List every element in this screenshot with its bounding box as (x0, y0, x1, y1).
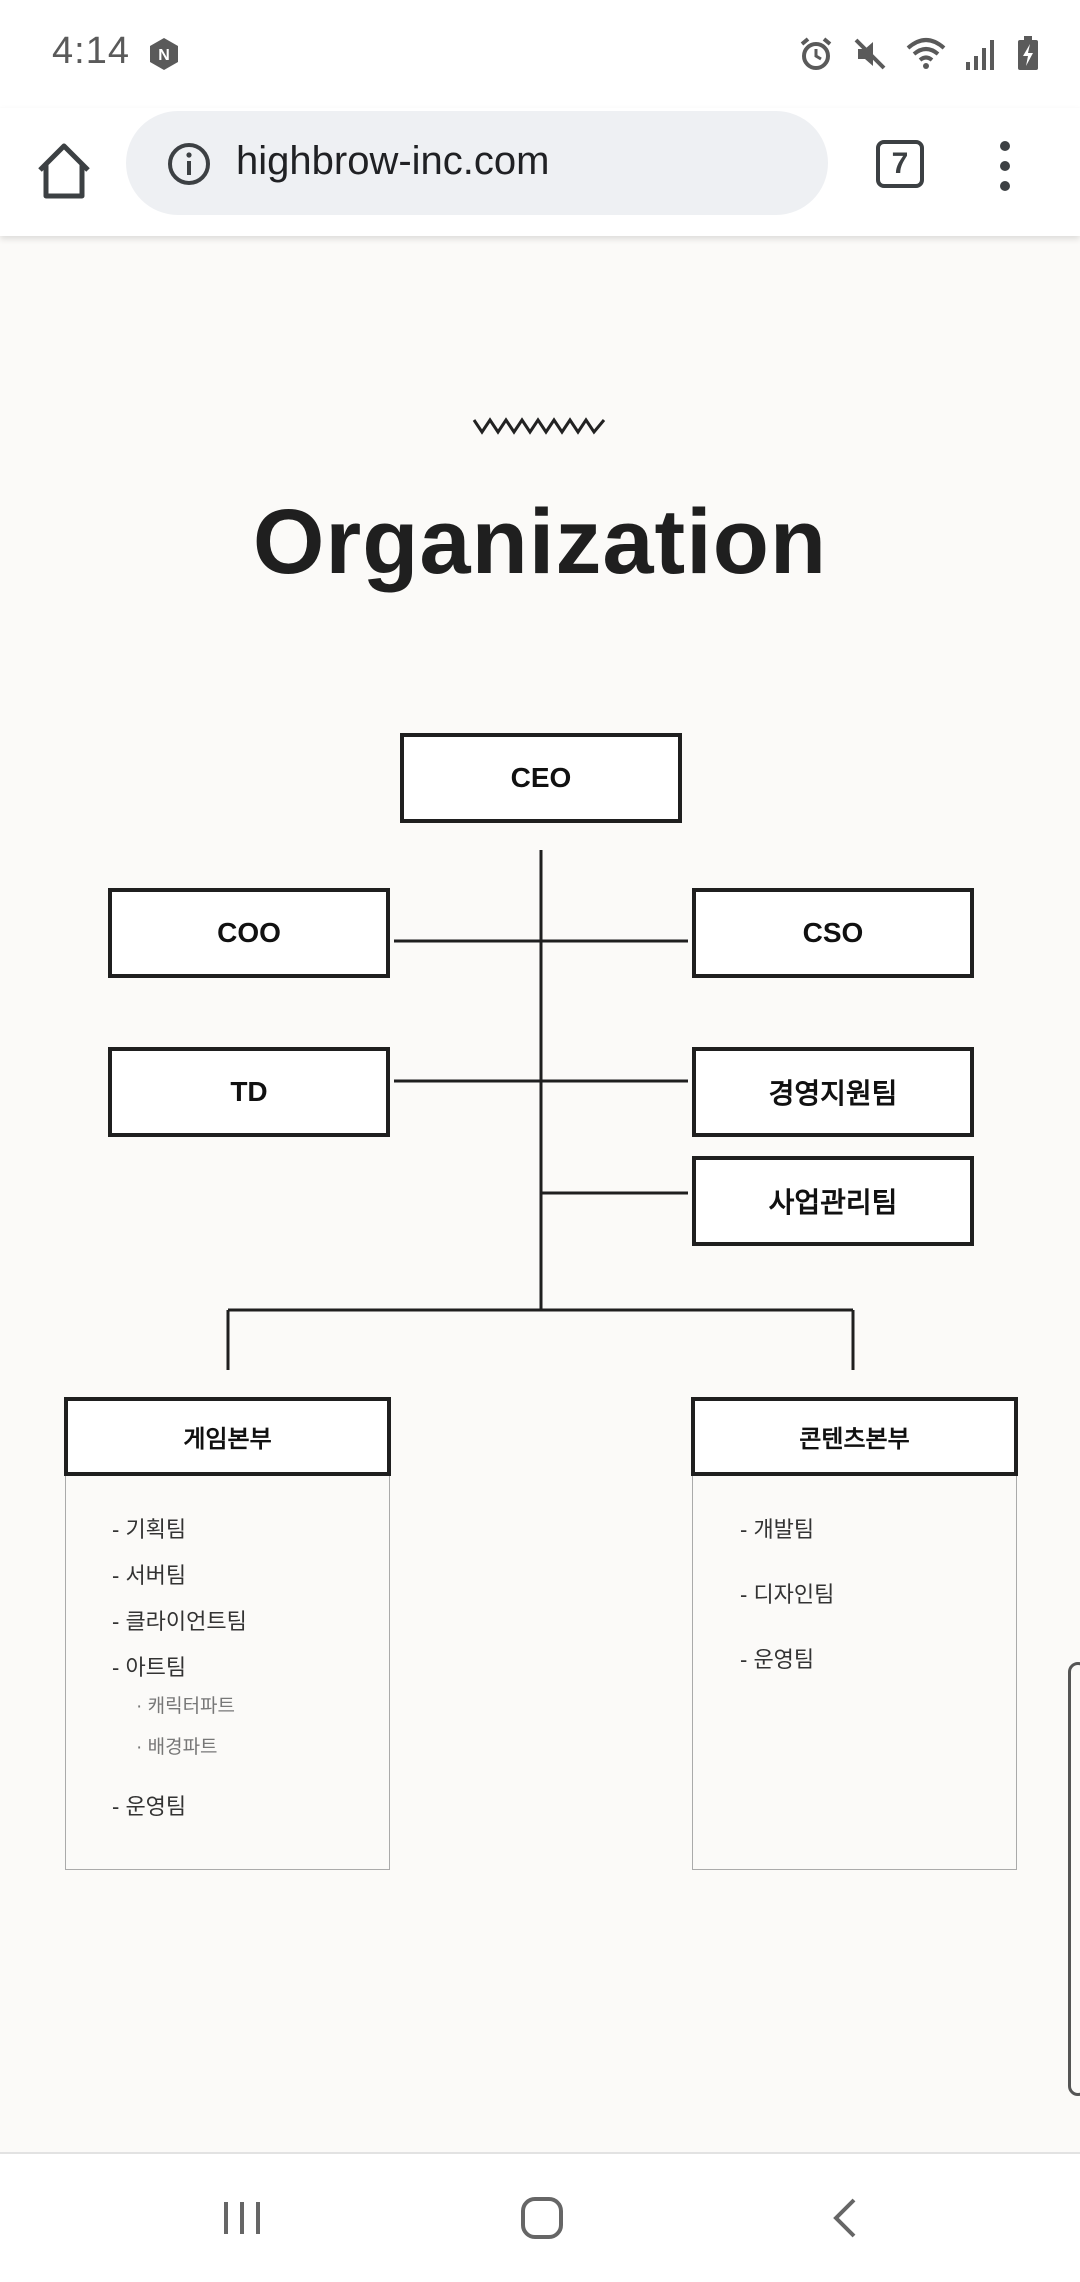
wifi-icon (906, 38, 946, 69)
browser-toolbar: highbrow-inc.com 7 (0, 108, 1080, 236)
team-item: - 운영팀 (740, 1647, 815, 1672)
game-division-header: 게임본부 (64, 1397, 391, 1476)
alarm-icon (800, 37, 832, 70)
squiggle-decoration (472, 417, 606, 435)
part-item: · 배경파트 (136, 1737, 218, 1758)
team-item: - 클라이언트팀 (112, 1609, 247, 1634)
team-item: - 디자인팀 (740, 1582, 835, 1607)
game-division-panel (65, 1474, 390, 1870)
td-box: TD (108, 1047, 390, 1137)
cso-box: CSO (692, 888, 974, 978)
scroll-handle[interactable] (1068, 1662, 1080, 2096)
more-vert-icon[interactable] (990, 136, 1020, 196)
back-icon[interactable] (822, 2194, 870, 2242)
status-time: 4:14 (52, 30, 130, 72)
home-circle-icon[interactable] (518, 2194, 566, 2242)
team-item: - 개발팀 (740, 1517, 815, 1542)
team-item: - 아트팀 (112, 1655, 187, 1680)
signal-icon (966, 40, 994, 70)
team-item: - 기획팀 (112, 1517, 187, 1542)
info-icon[interactable] (166, 141, 212, 187)
ceo-box: CEO (400, 733, 682, 823)
tab-switcher-button[interactable]: 7 (876, 140, 924, 188)
n-badge-icon: N (150, 38, 178, 70)
coo-box: COO (108, 888, 390, 978)
url-text[interactable]: highbrow-inc.com (236, 139, 550, 183)
status-bar: 4:14 N (0, 0, 1080, 108)
business-management-box: 사업관리팀 (692, 1156, 974, 1246)
content-division-panel (692, 1474, 1017, 1870)
management-support-box: 경영지원팀 (692, 1047, 974, 1137)
team-item: - 서버팀 (112, 1563, 187, 1588)
part-item: · 캐릭터파트 (136, 1696, 236, 1717)
home-icon[interactable] (34, 138, 94, 204)
url-bar[interactable]: highbrow-inc.com (126, 111, 828, 215)
content-division-header: 콘텐츠본부 (691, 1397, 1018, 1476)
page-title: Organization (252, 491, 828, 593)
battery-charging-icon (1018, 36, 1038, 70)
team-item: - 운영팀 (112, 1794, 187, 1819)
system-nav-bar (0, 2152, 1080, 2282)
mute-icon (854, 38, 886, 70)
svg-text:N: N (158, 47, 170, 64)
recent-apps-icon[interactable] (218, 2194, 266, 2242)
